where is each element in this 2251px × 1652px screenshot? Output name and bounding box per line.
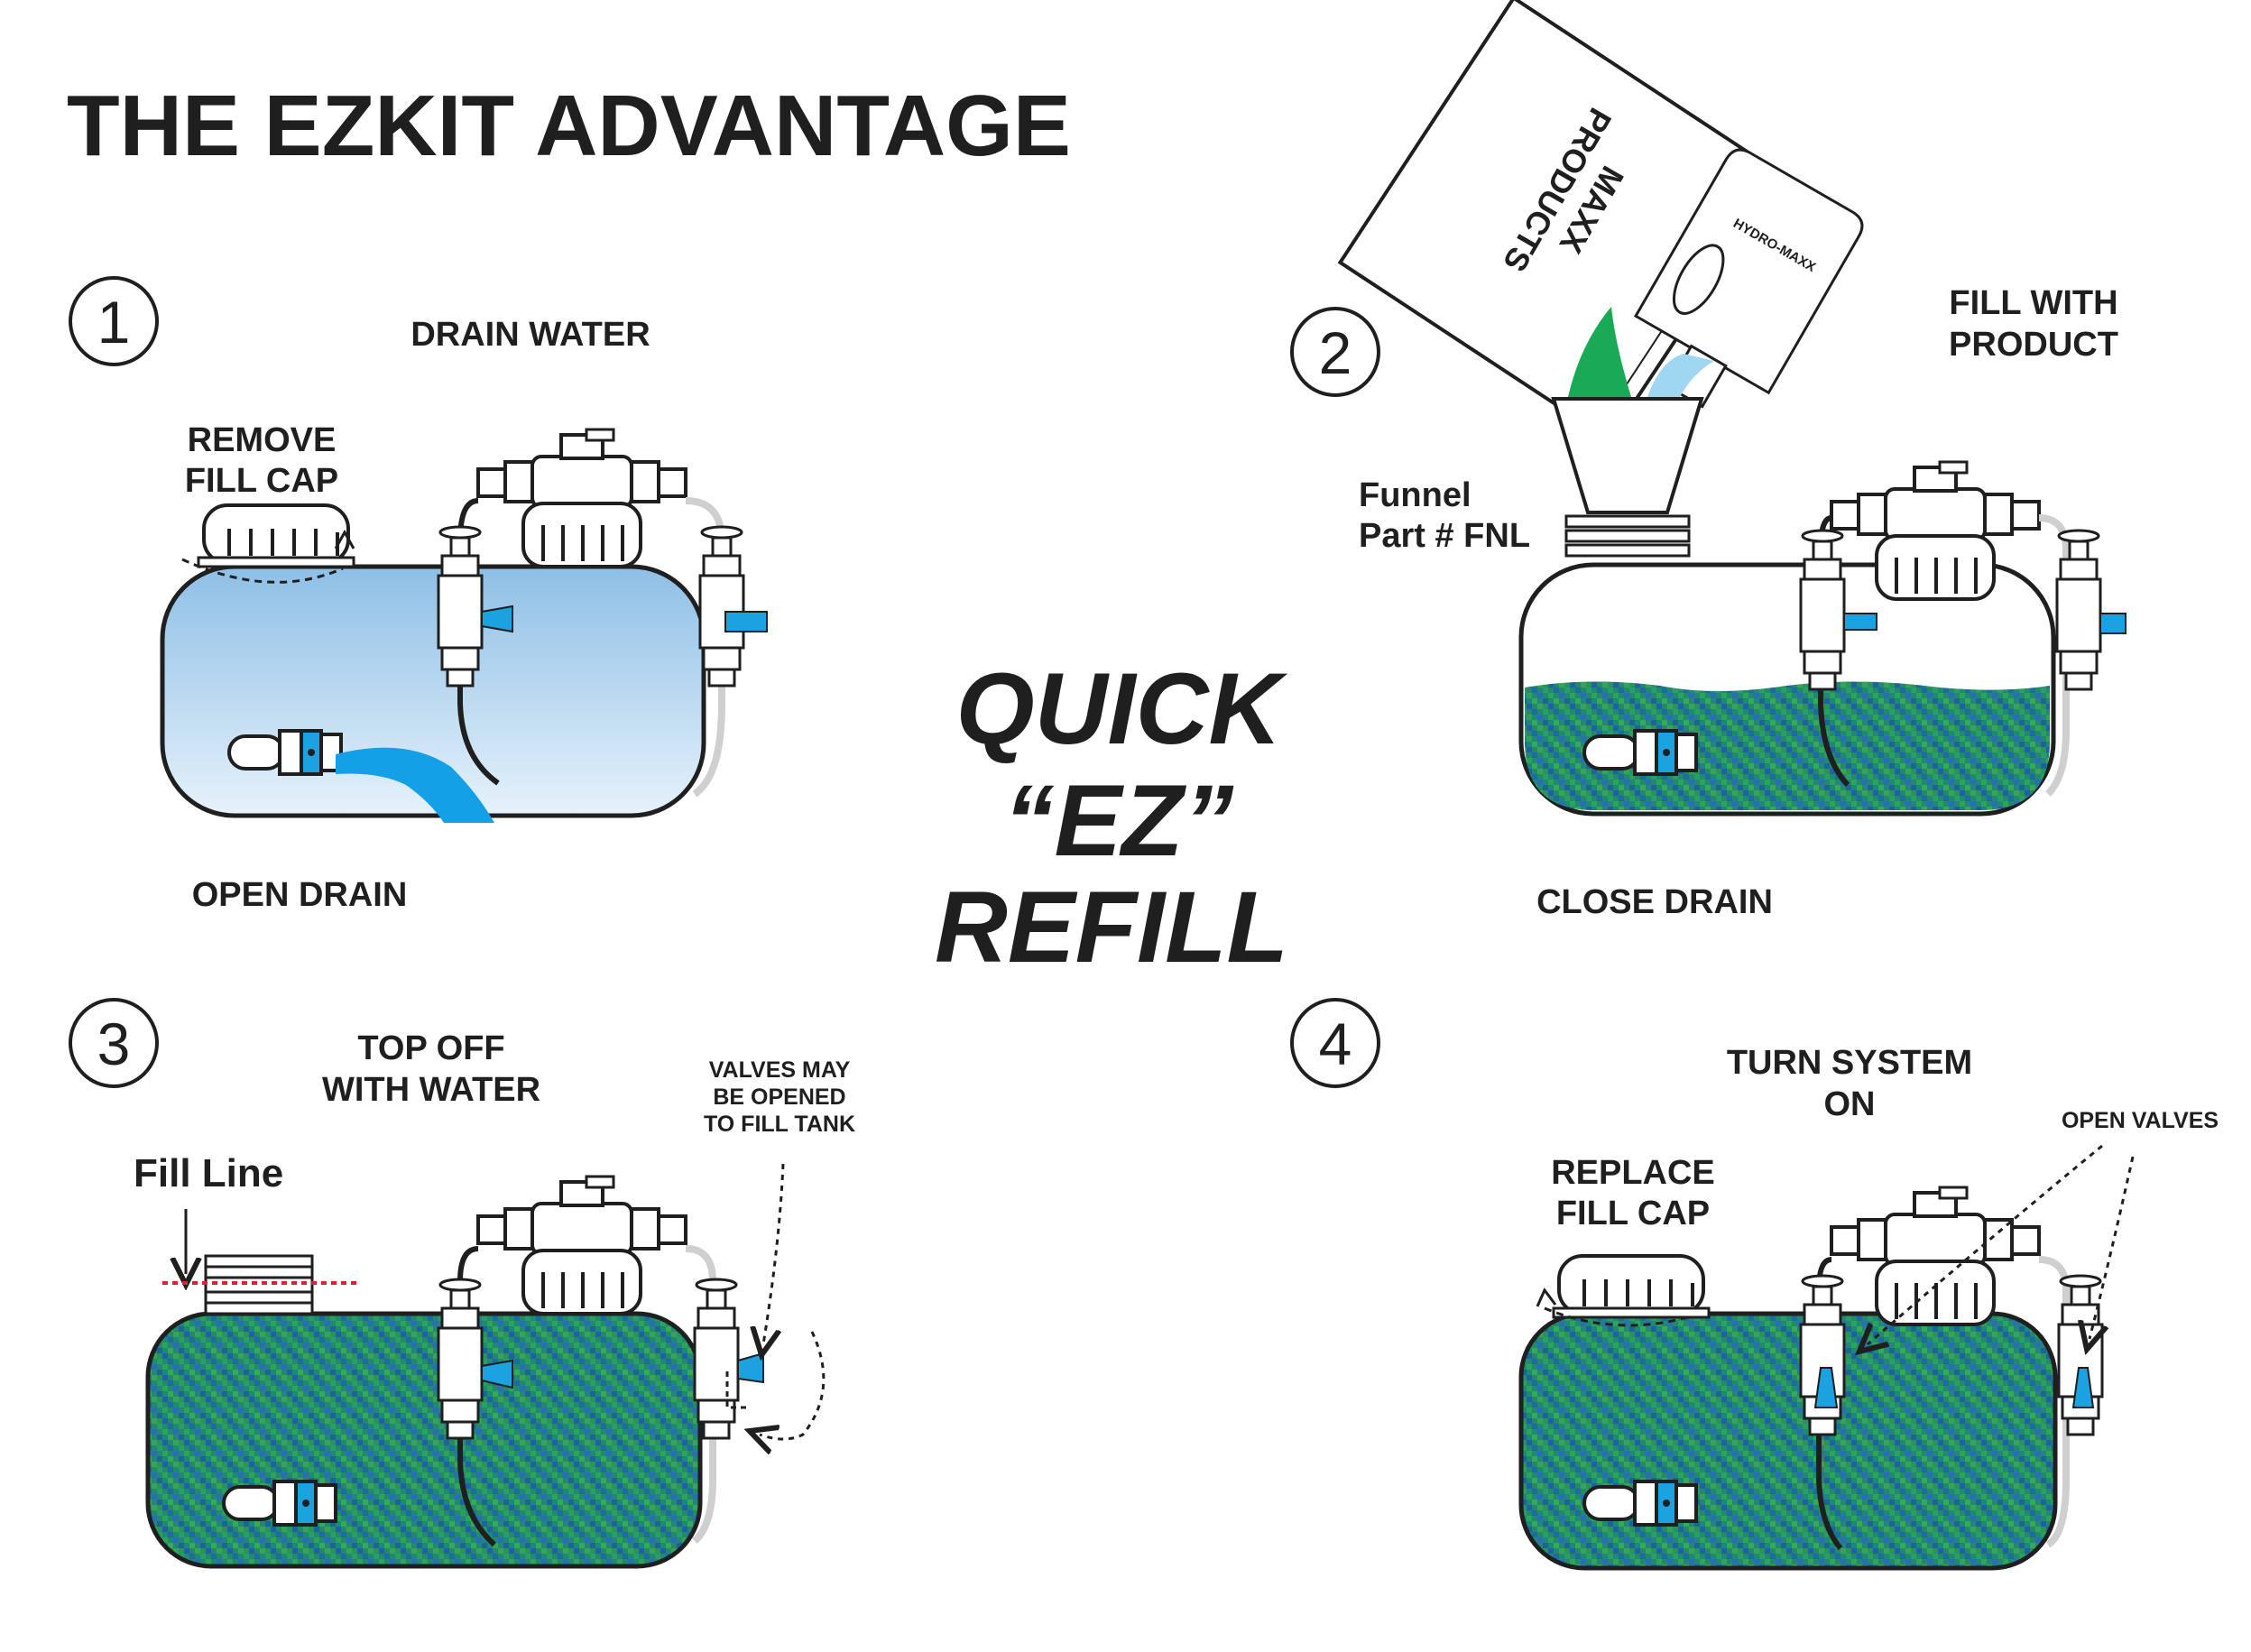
- slogan-line-3: REFILL: [935, 871, 1288, 983]
- step-4-open-valves: OPEN VALVES: [2062, 1108, 2219, 1133]
- step-3-heading-line2: WITH WATER: [322, 1071, 540, 1109]
- page-title: THE EZKIT ADVANTAGE: [67, 78, 1071, 174]
- step-4-circle: [1290, 998, 1380, 1088]
- step-3-white-hose: [685, 1245, 716, 1544]
- step-2-green-pour: [1568, 307, 1631, 397]
- step-2-bottom-label: CLOSE DRAIN: [1536, 883, 1773, 921]
- step-2-black-hose: [1818, 515, 1850, 788]
- step-2-drain: [1582, 729, 1698, 776]
- step-2-circle: [1290, 307, 1380, 397]
- slogan-line-1: QUICK: [956, 652, 1288, 765]
- step-1-bottom-label: OPEN DRAIN: [192, 876, 408, 914]
- step-4-panel: 4 TURN SYSTEM ON REPLACE FILL CAP OPEN V…: [1290, 998, 2219, 1571]
- step-4-heading-line2: ON: [1824, 1085, 1876, 1123]
- step-4-number: 4: [1319, 1011, 1352, 1077]
- step-2-panel: 2 FILL WITH PRODUCT MAXX PRODUCTS HYDRO-…: [1290, 0, 2126, 921]
- center-slogan: QUICK “EZ” REFILL: [935, 652, 1288, 983]
- step-3-rotate-arrow: [760, 1331, 826, 1439]
- step-3-panel: 3 TOP OFF WITH WATER VALVES MAY BE OPENE…: [69, 998, 855, 1569]
- funnel-label-line2: Part # FNL: [1359, 517, 1530, 555]
- step-4-cap-arrow: [1544, 1306, 1688, 1327]
- step-3-note-line3: TO FILL TANK: [704, 1112, 855, 1137]
- step-4-fill-cap: [1552, 1254, 1711, 1319]
- step-4-top-fitting: [1830, 1186, 2041, 1326]
- step-2-valve-left: [1799, 529, 1846, 691]
- step-4-drain: [1582, 1480, 1698, 1527]
- step-4-valve-left: [1799, 1274, 1846, 1436]
- step-1-number: 1: [97, 289, 131, 355]
- step-3-number: 3: [97, 1011, 131, 1077]
- step-1-drain: [227, 729, 343, 776]
- step-1-white-hose: [685, 497, 725, 798]
- step-1-fill-cap: [197, 503, 355, 568]
- fill-line-label: Fill Line: [134, 1151, 283, 1195]
- step-3-black-hose: [457, 1246, 497, 1547]
- step-3-circle: [69, 998, 159, 1088]
- step-1-top-fitting: [476, 428, 687, 568]
- step-3-heading-line1: TOP OFF: [357, 1029, 504, 1067]
- step-1-panel: 1 DRAIN WATER REMOVE FILL CAP OPEN DRAIN: [69, 276, 768, 914]
- step-3-tank: [145, 1311, 703, 1569]
- step-3-note-line2: BE OPENED: [713, 1084, 845, 1110]
- step-1-note-line2: FILL CAP: [185, 462, 338, 500]
- step-4-note-line2: FILL CAP: [1556, 1195, 1710, 1232]
- step-1-valve-right: [698, 525, 745, 688]
- step-3-top-fitting: [476, 1175, 687, 1315]
- step-4-black-hose: [1816, 1257, 1843, 1550]
- step-1-black-hose: [457, 498, 500, 786]
- step-4-heading-line1: TURN SYSTEM: [1727, 1044, 1972, 1082]
- step-2-heading-line1: FILL WITH: [1949, 284, 2117, 322]
- step-1-cap-arrow-head: [334, 529, 355, 549]
- step-4-note-line1: REPLACE: [1551, 1154, 1715, 1192]
- step-1-drain-flow: [336, 747, 494, 823]
- step-3-note-line1: VALVES MAY: [709, 1057, 851, 1083]
- step-1-valve-left: [437, 525, 484, 688]
- step-3-valve-right: [693, 1278, 740, 1440]
- step-1-valve-right-handle: [724, 611, 768, 632]
- step-1-circle: [69, 276, 159, 366]
- step-2-number: 2: [1319, 319, 1352, 386]
- step-2-funnel: [1551, 397, 1704, 514]
- step-4-white-hose: [2038, 1256, 2070, 1548]
- step-1-note-line1: REMOVE: [188, 421, 337, 459]
- step-1-valve-left-handle: [481, 605, 513, 633]
- step-1-heading: DRAIN WATER: [411, 316, 650, 354]
- step-2-liquid: [1525, 681, 2050, 810]
- step-4-guide-arrow-right: [2090, 1156, 2135, 1339]
- step-3-guide-arrow: [763, 1163, 785, 1344]
- step-3-drain: [222, 1480, 337, 1527]
- step-4-guide-arrow-left: [1868, 1144, 2103, 1344]
- step-2-white-hose: [2038, 514, 2070, 797]
- step-2-blue-pour: [1647, 354, 1714, 397]
- slogan-line-2: “EZ”: [1003, 764, 1233, 877]
- step-4-tank: [1518, 1311, 2058, 1571]
- step-2-heading-line2: PRODUCT: [1949, 326, 2118, 364]
- step-3-valve-left: [437, 1278, 484, 1440]
- funnel-label-line1: Funnel: [1359, 476, 1471, 514]
